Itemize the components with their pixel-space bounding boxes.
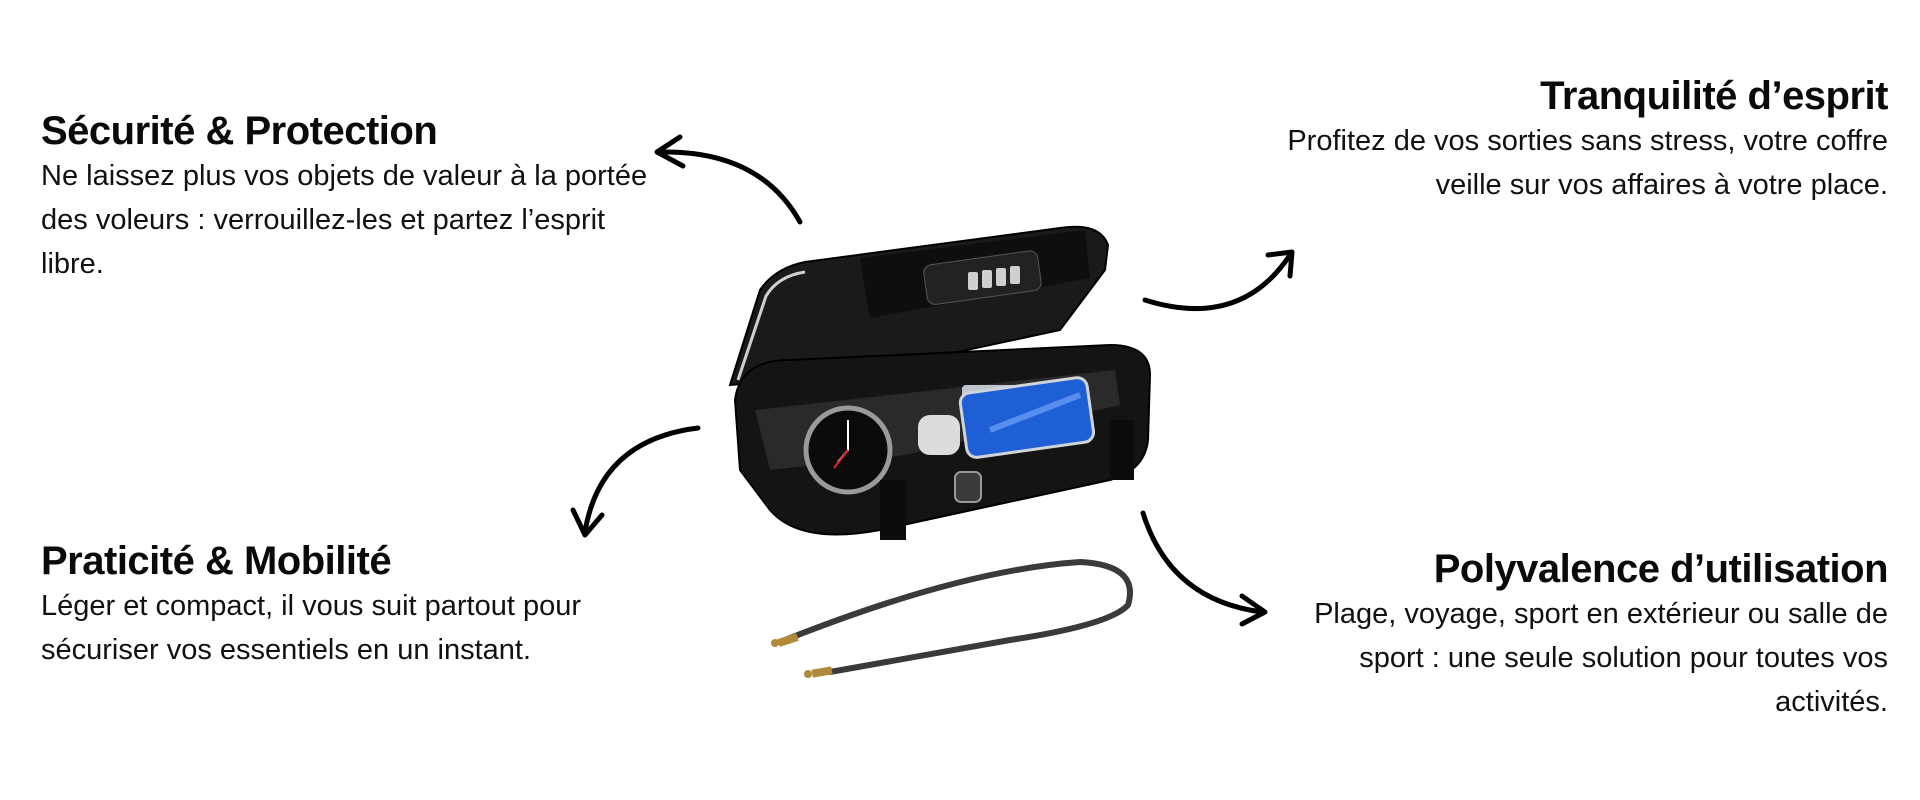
feature-description: Profitez de vos sorties sans stress, vot… — [1287, 125, 1888, 201]
feature-title: Praticité & Mobilité — [41, 539, 392, 583]
security-cable-image — [771, 558, 1133, 678]
arrow-bottom-left-icon — [570, 425, 701, 538]
feature-peace-of-mind: Tranquilité d’esprit Profitez de vos sor… — [1238, 73, 1888, 207]
feature-mobility: Praticité & Mobilité Léger et compact, i… — [41, 538, 651, 672]
combination-dial-icon — [968, 266, 1020, 290]
feature-description: Léger et compact, il vous suit partout p… — [41, 590, 582, 666]
latch-icon — [954, 471, 982, 503]
earbuds-case-image — [918, 415, 960, 455]
feature-security: Sécurité & Protection Ne laissez plus vo… — [41, 108, 651, 286]
feature-description: Plage, voyage, sport en extérieur ou sal… — [1314, 598, 1888, 718]
arrow-bottom-right-icon — [1140, 510, 1268, 627]
arrow-top-left-icon — [654, 134, 803, 225]
feature-title: Polyvalence d’utilisation — [1433, 547, 1889, 591]
feature-title: Sécurité & Protection — [41, 109, 438, 153]
feature-title: Tranquilité d’esprit — [1540, 74, 1888, 118]
arrow-top-right-icon — [1142, 249, 1295, 312]
feature-description: Ne laissez plus vos objets de valeur à l… — [41, 160, 648, 280]
lockbox-image — [728, 225, 1152, 540]
feature-versatility: Polyvalence d’utilisation Plage, voyage,… — [1258, 546, 1888, 724]
